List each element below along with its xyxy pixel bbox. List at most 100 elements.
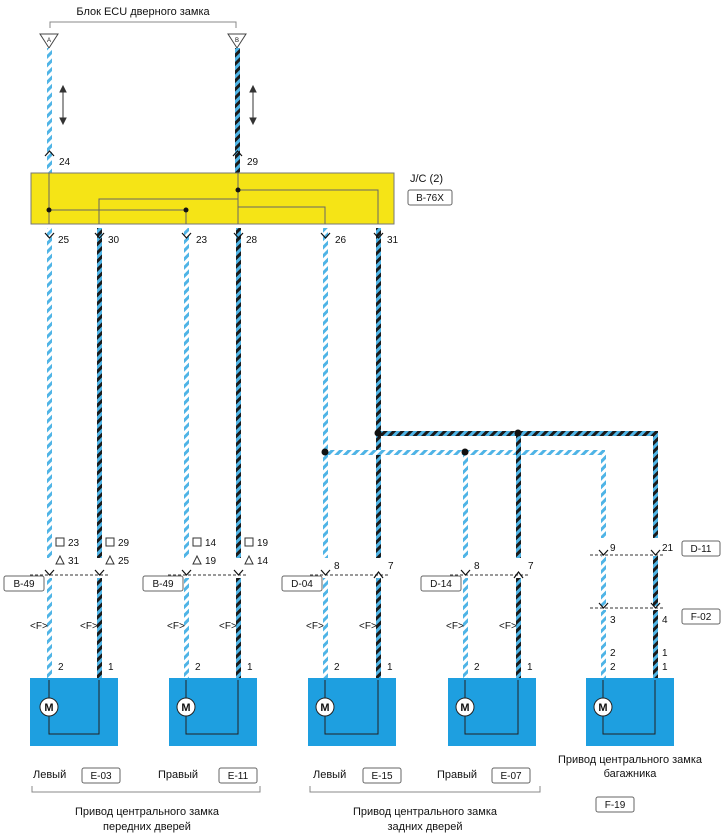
conn-box-rear-left — [281, 575, 323, 592]
rear-group-title-1: Привод центрального замка — [353, 806, 498, 818]
motor-side: Правый — [437, 769, 477, 781]
trunk-pin: 9 — [610, 543, 616, 554]
svg-text:19: 19 — [205, 556, 217, 567]
svg-text:1: 1 — [387, 662, 393, 673]
trunk-pin: 1 — [662, 662, 668, 673]
motor-e07: M — [448, 678, 536, 746]
motor-symbol: M — [181, 702, 190, 714]
svg-text:2: 2 — [474, 662, 480, 673]
wire-rear-right-1 — [463, 452, 468, 558]
wire-seg — [376, 578, 381, 678]
f-label: <F> — [306, 621, 324, 632]
jc-title: J/C (2) — [410, 173, 443, 185]
wire-seg — [97, 578, 102, 678]
wire-rear-2 — [376, 228, 381, 558]
svg-text:14: 14 — [257, 556, 269, 567]
wire-seg — [463, 578, 468, 678]
wire-rear-1 — [323, 228, 328, 558]
svg-text:1: 1 — [108, 662, 114, 673]
bidir-arrow-a — [59, 84, 67, 126]
jc-junction — [183, 207, 189, 213]
svg-text:14: 14 — [205, 538, 217, 549]
wire-front-left-2 — [97, 228, 102, 558]
bidir-arrow-b — [249, 84, 257, 126]
front-group-bracket — [31, 786, 261, 793]
motor-pin-labels: 2 1 2 1 2 1 2 1 — [58, 662, 533, 673]
jc-pin: 31 — [387, 235, 399, 246]
f-label: <F> — [30, 621, 48, 632]
motor-code-box — [81, 767, 121, 784]
motor-code: E-15 — [371, 771, 393, 782]
jc-pin: 26 — [335, 235, 347, 246]
f-label: <F> — [167, 621, 185, 632]
conn-box-trunk-1 — [681, 540, 721, 557]
wire-trunk-1 — [601, 452, 606, 538]
wire-seg — [601, 610, 606, 678]
motor-code-box — [218, 767, 258, 784]
conn-trunk-1: D-11 — [691, 544, 712, 555]
motor-e15: M — [308, 678, 396, 746]
conn-trunk-2: F-02 — [691, 612, 712, 623]
svg-text:1: 1 — [527, 662, 533, 673]
conn-box-rear-right — [420, 575, 462, 592]
splice — [461, 448, 469, 456]
ecu-bracket — [49, 21, 237, 28]
motor-side: Правый — [158, 769, 198, 781]
svg-text:25: 25 — [118, 556, 130, 567]
svg-text:2: 2 — [195, 662, 201, 673]
motor-f19: M — [586, 678, 674, 746]
svg-text:31: 31 — [68, 556, 80, 567]
motor-symbol: M — [320, 702, 329, 714]
wire-seg — [236, 578, 241, 678]
motor-e03: M — [30, 678, 118, 746]
conn-box-trunk-2 — [681, 608, 721, 625]
rear-pin: 8 — [334, 561, 340, 572]
wire-ecu-b — [235, 48, 240, 173]
motor-code: E-11 — [228, 771, 249, 782]
motor-code-box — [362, 767, 402, 784]
jc-junction — [235, 187, 241, 193]
wire-trunk-2 — [653, 433, 658, 538]
rear-group-bracket — [309, 786, 541, 793]
jc-pin: 25 — [58, 235, 70, 246]
svg-text:29: 29 — [118, 538, 130, 549]
rear-pin: 8 — [474, 561, 480, 572]
front-group-title-2: передних дверей — [103, 821, 191, 833]
motor-symbol: M — [44, 702, 53, 714]
f-label: <F> — [219, 621, 237, 632]
trunk-pin: 2 — [610, 648, 616, 659]
jc-pin: 30 — [108, 235, 120, 246]
wire-seg — [653, 610, 658, 678]
ecu-title: Блок ECU дверного замка — [76, 6, 210, 18]
jc-block — [30, 172, 395, 225]
conn-front-left: B-49 — [13, 579, 35, 590]
svg-text:1: 1 — [247, 662, 253, 673]
wire-front-right-1 — [184, 228, 189, 558]
trunk-code-box — [595, 796, 635, 813]
ecu-pin-b: 29 — [247, 157, 259, 168]
rear-pin: 7 — [388, 561, 394, 572]
splice — [321, 448, 329, 456]
connector-lines — [30, 554, 665, 609]
ecu-conn-a-label: A — [47, 38, 51, 44]
conn-box-front-right — [142, 575, 184, 592]
ecu-connector-a — [39, 33, 59, 49]
jc-junction — [46, 207, 52, 213]
wire-seg — [516, 578, 521, 678]
motor-side: Левый — [33, 769, 66, 781]
ecu-conn-b-label: B — [235, 38, 239, 44]
wire-front-right-2 — [236, 228, 241, 558]
f-label: <F> — [359, 621, 377, 632]
motor-e11: M — [169, 678, 257, 746]
f-label: <F> — [80, 621, 98, 632]
rear-group-title-2: задних дверей — [388, 821, 463, 833]
conn-rear-left: D-04 — [291, 579, 313, 590]
jc-code: B-76X — [416, 193, 444, 204]
motor-code-box — [491, 767, 531, 784]
wire-seg — [653, 556, 658, 606]
wire-seg — [184, 578, 189, 678]
motor-symbol: M — [460, 702, 469, 714]
conn-rear-right: D-14 — [430, 579, 452, 590]
jc-pin: 28 — [246, 235, 258, 246]
